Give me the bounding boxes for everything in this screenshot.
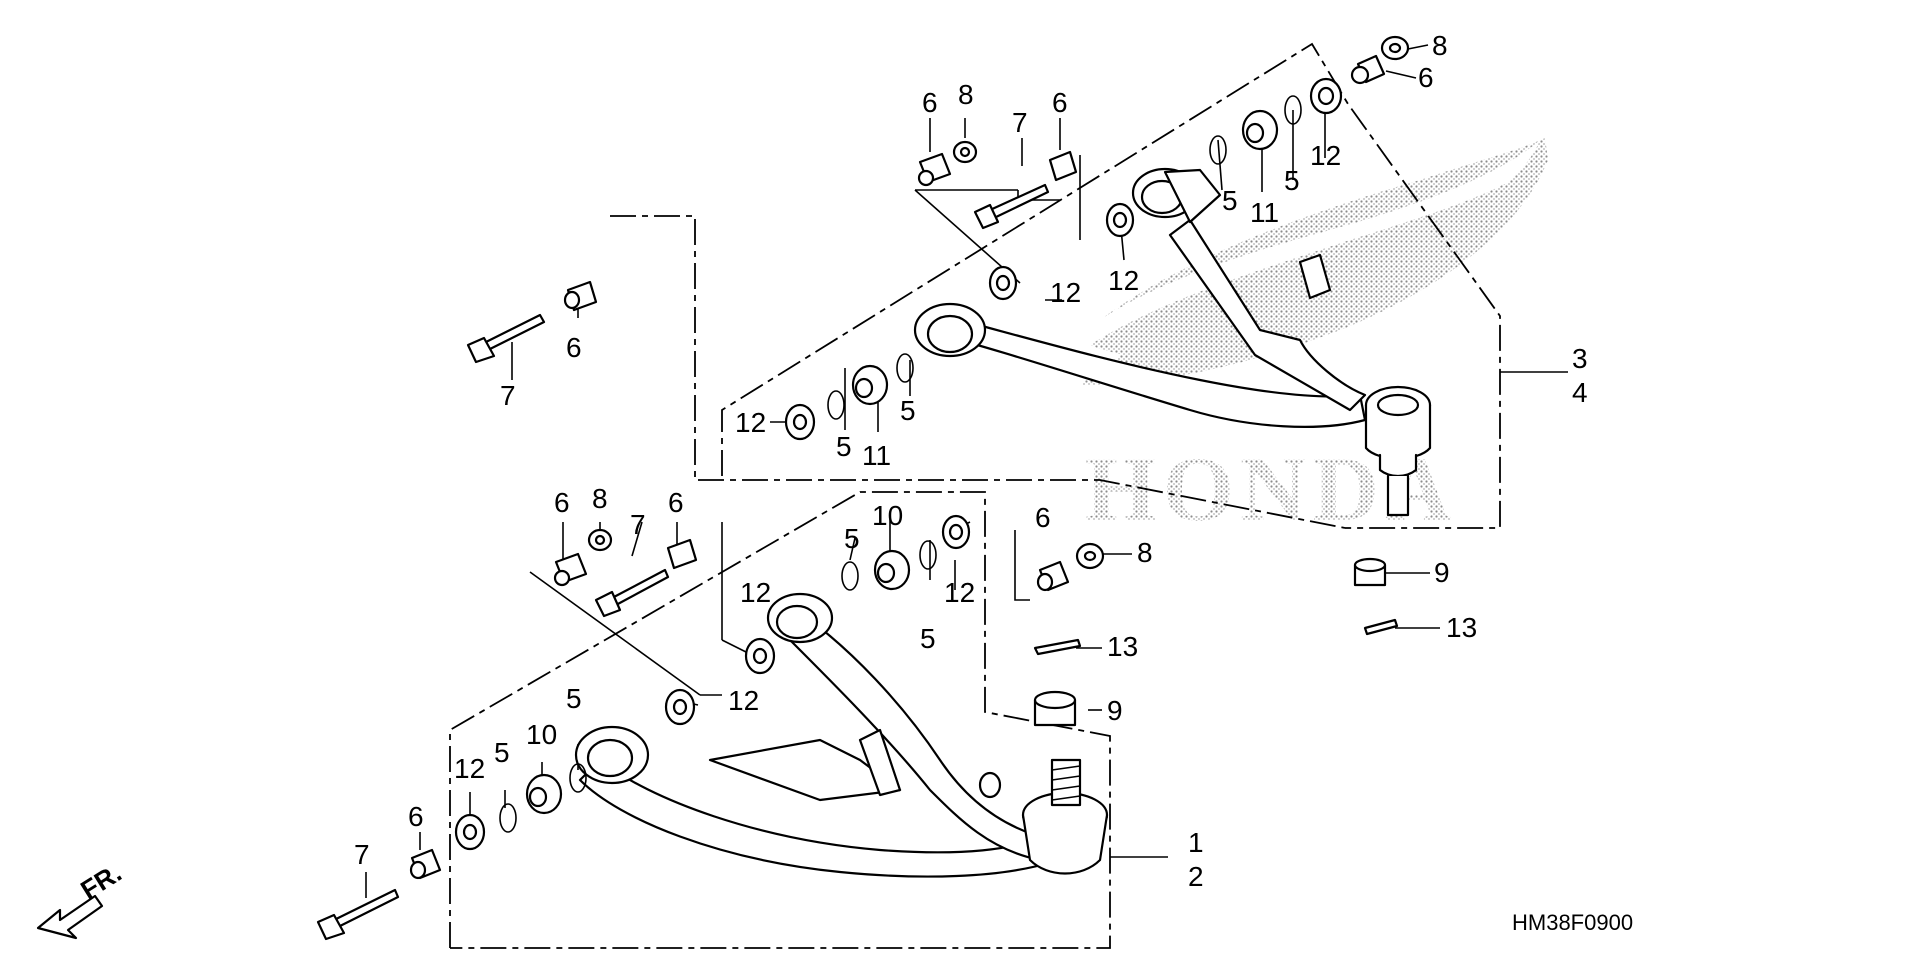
callout-2: 2 [1188,861,1204,892]
callout-13: 13 [1446,612,1477,643]
upper-control-arm [913,167,1432,517]
callout-8: 8 [1432,30,1448,61]
callout-3: 3 [1572,343,1588,374]
callout-7: 7 [354,839,370,870]
callout-6: 6 [1418,62,1434,93]
callout-10: 10 [872,500,903,531]
callout-5: 5 [566,683,582,714]
front-direction-label: FR. [75,857,126,905]
callout-1: 1 [1188,827,1204,858]
callout-7: 7 [630,509,646,540]
callout-5: 5 [1222,185,1238,216]
callout-8: 8 [1137,537,1153,568]
callout-11: 11 [1250,197,1279,228]
callout-5: 5 [900,395,916,426]
callout-6: 6 [1035,502,1051,533]
lower-control-arm [574,592,1109,878]
callout-6: 6 [922,87,938,118]
callout-5: 5 [920,623,936,654]
callout-5: 5 [1284,165,1300,196]
callout-4: 4 [1572,377,1588,408]
callout-12: 12 [740,577,771,608]
callout-12: 12 [1310,140,1341,171]
callout-7: 7 [1012,107,1028,138]
callout-9: 9 [1434,557,1450,588]
diagram-code: HM38F0900 [1512,910,1633,935]
callout-12: 12 [454,753,485,784]
callout-labels: 8 6 12 5 11 5 12 12 3 4 6 8 7 6 7 6 12 5… [354,30,1588,892]
callout-12: 12 [944,577,975,608]
callout-6: 6 [1052,87,1068,118]
front-direction-indicator: FR. [36,857,127,940]
callout-6: 6 [408,801,424,832]
callout-5: 5 [494,737,510,768]
assembly-boundaries [449,42,1501,949]
callout-11: 11 [862,440,891,471]
callout-5: 5 [836,431,852,462]
callout-8: 8 [592,483,608,514]
callout-8: 8 [958,79,974,110]
callout-12: 12 [1108,265,1139,296]
callout-10: 10 [526,719,557,750]
callout-12: 12 [735,407,766,438]
callout-5: 5 [844,523,860,554]
front-arrow-icon [36,894,104,940]
callout-12: 12 [728,685,759,716]
callout-13: 13 [1107,631,1138,662]
callout-6: 6 [668,487,684,518]
callout-9: 9 [1107,695,1123,726]
hardware [316,35,1410,941]
callout-7: 7 [500,380,516,411]
callout-12: 12 [1050,277,1081,308]
callout-6: 6 [566,332,582,363]
callout-6: 6 [554,487,570,518]
